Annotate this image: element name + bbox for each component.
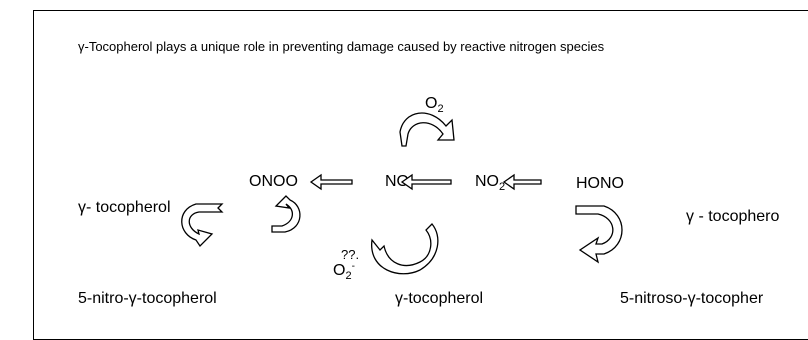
curved-arrow-top: [399, 112, 455, 147]
arrows-layer: [181, 112, 623, 275]
curved-arrow-left-loop: [181, 203, 224, 248]
no2-base: NO: [475, 173, 499, 190]
curved-arrow-onoo-loop: [271, 195, 301, 233]
superoxide-base: O: [333, 262, 346, 279]
no-label: NO: [385, 173, 409, 190]
o2-base: O: [425, 95, 438, 112]
curved-arrow-bottom-cycle: [371, 223, 439, 275]
diagram-title: γ-Tocopherol plays a unique role in prev…: [78, 39, 605, 54]
o2-subscript: 2: [437, 103, 444, 115]
nitro-tocopherol-label: 5-nitro-γ-tocopherol: [78, 290, 217, 307]
arrow-hono-to-no2: [502, 173, 542, 191]
superoxide-label: O2-: [333, 262, 355, 282]
superoxide-subscript: 2: [345, 270, 352, 282]
curved-arrow-right-loop: [575, 205, 623, 264]
no2-subscript: 2: [499, 181, 506, 193]
hono-label: HONO: [576, 175, 624, 192]
nitroso-tocopherol-label: 5-nitroso-γ-tocopher: [620, 290, 764, 307]
onoo-label: ONOO: [249, 173, 298, 190]
superoxide-superscript: -: [351, 261, 355, 272]
arrow-no-to-onoo: [309, 173, 353, 191]
o2-label: O2: [425, 96, 444, 115]
unknown-label: ??.: [341, 247, 360, 262]
right-tocopherol-label: γ - tocophero: [686, 208, 780, 225]
no2-label: NO2: [475, 174, 505, 193]
arrow-no2-to-no: [400, 173, 452, 191]
left-tocopherol-label: γ- tocopherol: [78, 199, 171, 216]
center-tocopherol-label: γ-tocopherol: [395, 290, 484, 307]
